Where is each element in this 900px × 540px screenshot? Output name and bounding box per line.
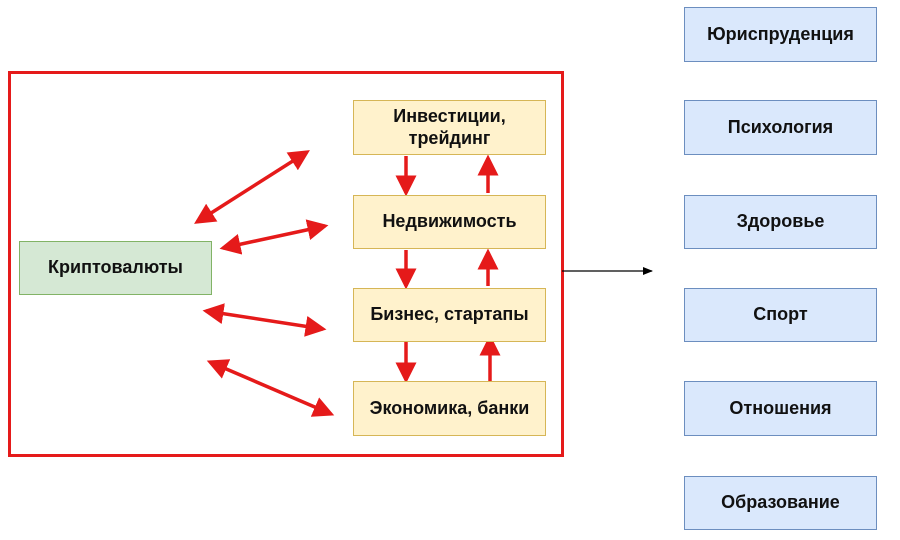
target-node-psychology: Психология xyxy=(684,100,877,155)
chain-node-realestate: Недвижимость xyxy=(353,195,546,249)
target-node-sport: Спорт xyxy=(684,288,877,342)
crypto-investments-arrow xyxy=(194,150,310,224)
chain-node-economy: Экономика, банки xyxy=(353,381,546,436)
target-node-relationships: Отношения xyxy=(684,381,877,436)
chain-node-investments: Инвестиции, трейдинг xyxy=(353,100,546,155)
chain-node-business: Бизнес, стартапы xyxy=(353,288,546,342)
target-node-law: Юриспруденция xyxy=(684,7,877,62)
crypto-realestate-arrow xyxy=(219,219,329,255)
source-node-crypto: Криптовалюты xyxy=(19,241,212,295)
crypto-economy-arrow xyxy=(206,359,335,417)
crypto-business-arrow xyxy=(202,303,327,337)
target-node-education: Образование xyxy=(684,476,877,530)
crypto-impact-frame xyxy=(8,71,564,457)
target-node-health: Здоровье xyxy=(684,195,877,249)
